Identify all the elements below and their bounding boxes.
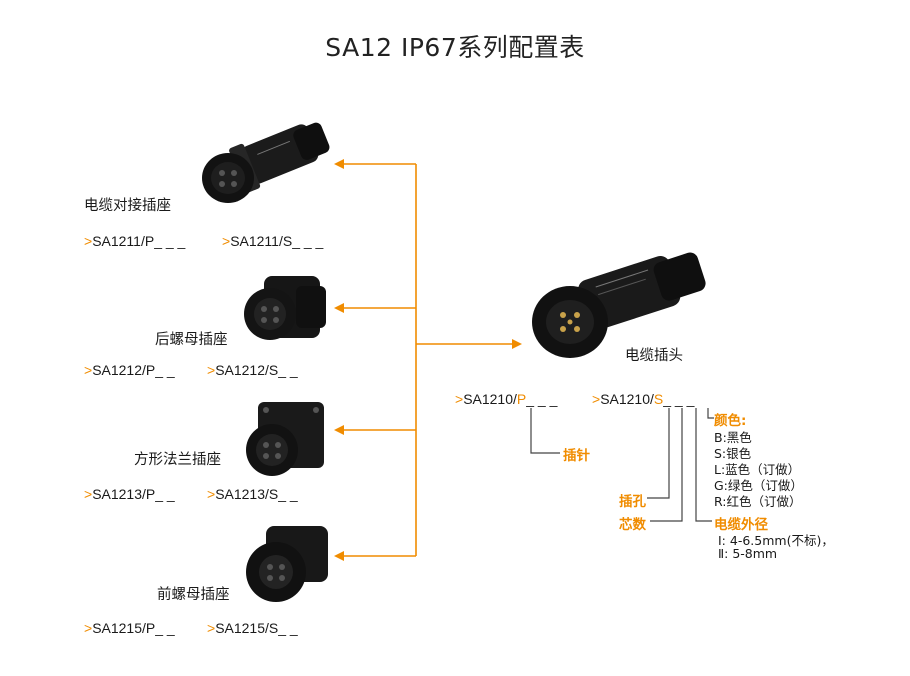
product-code: >SA1215/P_ _ [84,620,175,636]
color-option: L:蓝色（订做） [714,462,801,477]
color-option: R:红色（订做） [714,494,802,509]
product-code: >SA1213/P_ _ [84,486,175,502]
product-code: >SA1212/S_ _ [207,362,298,378]
color-option: S:银色 [714,446,752,461]
cores-label: 芯数 [619,517,646,533]
product-code: >SA1211/P_ _ _ [84,233,186,249]
color-title: 颜色: [714,413,747,429]
cores-callout-line [650,408,683,522]
socket-label: 插孔 [619,494,646,510]
cable-diameter-option: Ⅱ: 5-8mm [718,546,778,561]
cable-diameter-option: Ⅰ: 4-6.5mm(不标)， [718,533,834,548]
plug-code-pin: >SA1210/P_ _ _ [455,391,558,407]
color-callout-line [707,408,714,419]
square-flange-receptacle-image [246,402,324,476]
product-code: >SA1213/S_ _ [207,486,298,502]
cable-diameter-title: 电缆外径 [714,517,768,533]
rear-nut-receptacle-image [244,276,326,340]
color-option: B:黑色 [714,430,752,445]
plug-code-socket: >SA1210/S_ _ _ [592,391,695,407]
product-code: >SA1211/S_ _ _ [222,233,324,249]
product-code: >SA1215/S_ _ [207,620,298,636]
product-name-cable-plug: 电缆插头 [625,348,683,364]
pin-label: 插针 [563,448,590,464]
color-option: G:绿色（订做） [714,478,803,493]
page-title: SA12 IP67系列配置表 [325,33,585,62]
product-name-square-flange: 方形法兰插座 [134,452,221,468]
front-nut-receptacle-image [246,526,328,602]
cable-plug-image [532,252,706,358]
cable-receptacle-image [202,122,330,203]
pin-callout-line [530,408,560,454]
product-name-rear-nut: 后螺母插座 [155,332,228,348]
socket-callout-line [647,408,670,499]
product-name-front-nut: 前螺母插座 [157,587,230,603]
product-name-cable-receptacle: 电缆对接插座 [84,198,171,214]
product-code: >SA1212/P_ _ [84,362,175,378]
cable-callout-line [695,408,712,522]
